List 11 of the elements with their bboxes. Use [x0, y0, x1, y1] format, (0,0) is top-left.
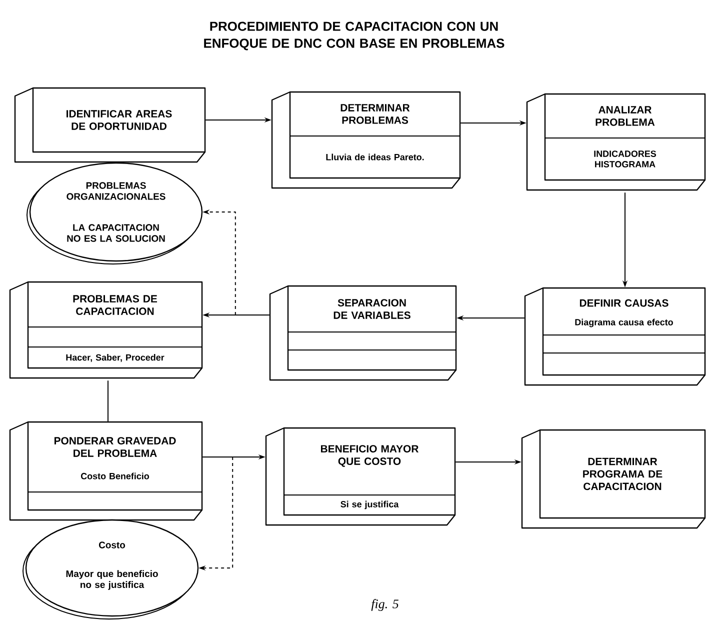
caption: fig. 5 — [371, 599, 398, 611]
title: PROCEDIMIENTO DE CAPACITACION CON UN ENFOQUE DE DNC CON BASE EN PROBLEMAS — [204, 22, 504, 50]
process-box: SEPARACION DE VARIABLES — [269, 285, 457, 381]
process-box: DETERMINAR PROBLEMAS Lluvia de ideas Pareto. — [271, 91, 461, 189]
process-box: BENEFICIO MAYOR QUE COSTO Si se justifica — [265, 427, 456, 526]
process-box: ANALIZAR PROBLEMA INDICADORES HISTOGRAMA — [526, 93, 706, 191]
process-box: PROBLEMAS DE CAPACITACION Hacer, Saber, Proceder — [9, 281, 203, 379]
process-box: IDENTIFICAR AREAS DE OPORTUNIDAD — [14, 87, 206, 163]
process-box: DETERMINAR PROGRAMA DE CAPACITACION — [521, 429, 706, 529]
process-box: PONDERAR GRAVEDAD DEL PROBLEMA Costo Beneficio — [9, 421, 203, 521]
process-box: DEFINIR CAUSAS Diagrama causa efecto — [524, 287, 706, 386]
